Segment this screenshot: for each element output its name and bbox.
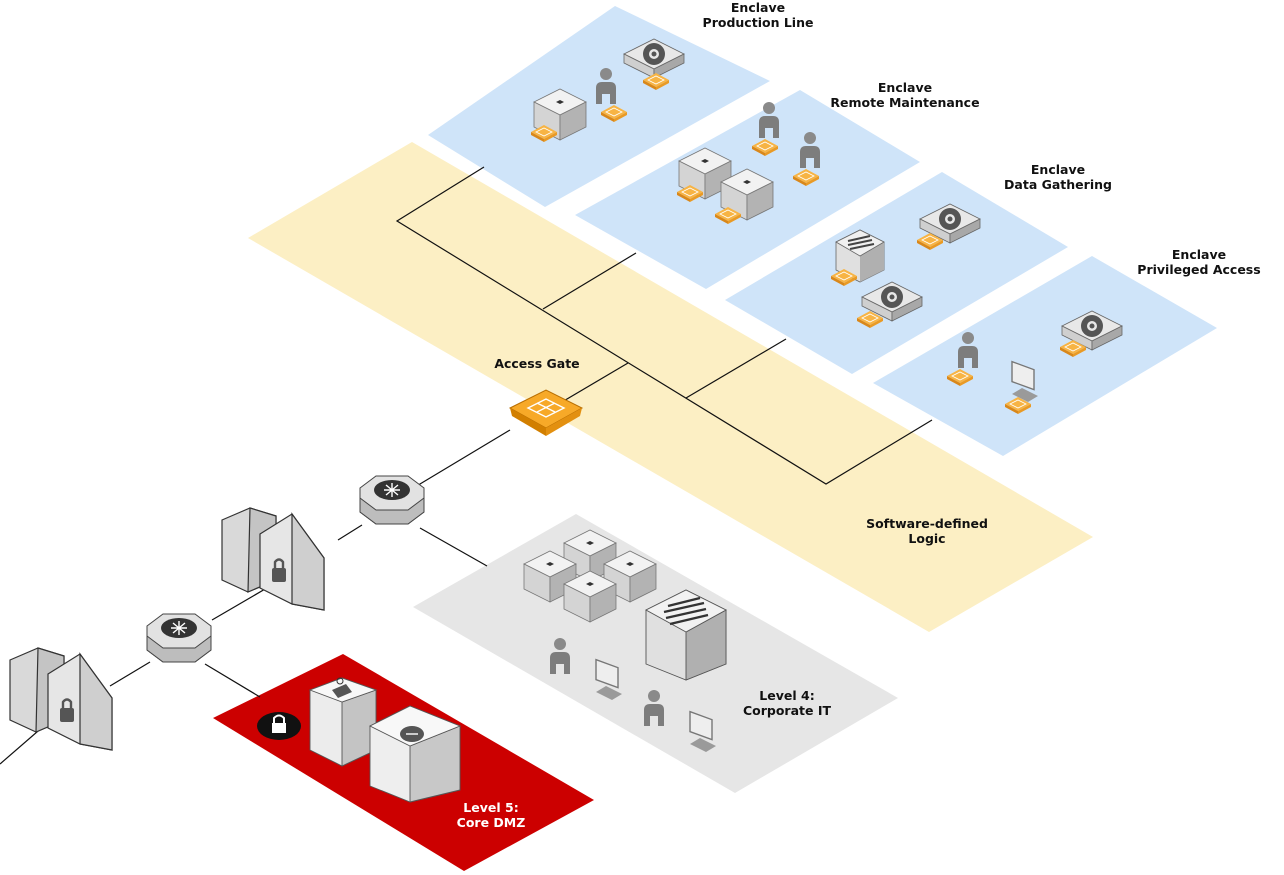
access-gate-label: Access Gate xyxy=(494,356,579,371)
mail-server-icon xyxy=(308,677,378,767)
production-line-title: Enclave xyxy=(731,0,785,15)
firewall-icon xyxy=(220,506,326,612)
sdl-label-line2: Logic xyxy=(908,531,945,546)
data-gathering-subtitle: Data Gathering xyxy=(1004,177,1112,192)
router-icon xyxy=(359,475,425,525)
core-dmz-label-line1: Level 5: xyxy=(463,800,518,815)
core-dmz-devices xyxy=(257,677,462,803)
production-line-subtitle: Production Line xyxy=(703,15,814,30)
remote-maintenance-title: Enclave xyxy=(878,80,932,95)
web-server-icon xyxy=(368,705,462,803)
corporate-it-label-line1: Level 4: xyxy=(759,688,814,703)
enclave-production-line-plane xyxy=(428,6,770,207)
corporate-it-devices xyxy=(523,529,727,753)
database-icon xyxy=(645,589,727,681)
core-dmz-label-line2: Core DMZ xyxy=(457,815,526,830)
software-defined-logic-plane xyxy=(248,142,1093,632)
router-icon xyxy=(146,613,212,663)
sdl-label-line1: Software-defined xyxy=(866,516,988,531)
corporate-it-label-line2: Corporate IT xyxy=(743,703,832,718)
lock-icon xyxy=(257,712,301,740)
data-gathering-devices xyxy=(830,203,981,329)
remote-maintenance-subtitle: Remote Maintenance xyxy=(830,95,979,110)
privileged-access-subtitle: Privileged Access xyxy=(1137,262,1260,277)
enclave-privileged-access-plane xyxy=(873,256,1217,456)
database-icon xyxy=(835,229,885,283)
data-gathering-title: Enclave xyxy=(1031,162,1085,177)
enclave-data-gathering-plane xyxy=(725,172,1068,374)
firewall-icon xyxy=(8,646,114,752)
access-gate-icon xyxy=(508,389,584,436)
privileged-access-title: Enclave xyxy=(1172,247,1226,262)
wires xyxy=(0,166,933,765)
